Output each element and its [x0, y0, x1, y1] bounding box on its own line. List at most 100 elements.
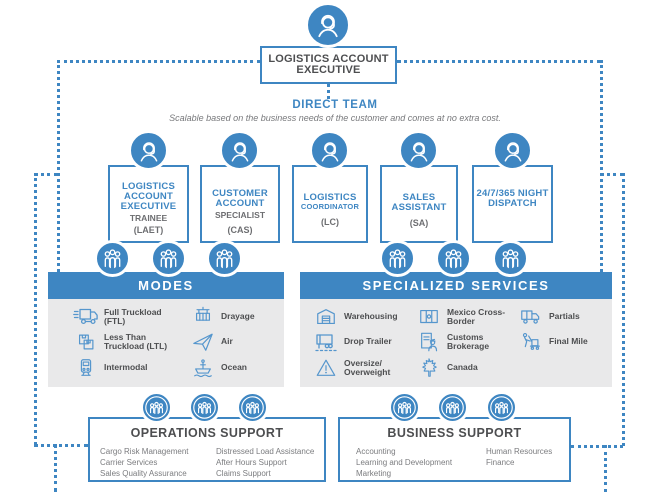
- connector-right-inner: [600, 60, 603, 272]
- business-support-title: BUSINESS SUPPORT: [387, 426, 522, 440]
- service-item-label: Warehousing: [344, 311, 398, 322]
- trailer-icon: [313, 331, 339, 353]
- support-list-item: Distressed Load Assistance: [216, 447, 315, 456]
- service-item-label: Mexico Cross-Border: [447, 306, 506, 326]
- operations-support-col1: Cargo Risk Management Carrier Services S…: [100, 446, 188, 479]
- mode-item: Full Truckload (FTL): [73, 305, 176, 329]
- mode-item: Air: [190, 330, 293, 354]
- headset-person-icon: [398, 130, 439, 171]
- root-role-title: LOGISTICS ACCOUNT EXECUTIVE: [268, 52, 389, 76]
- support-list-item: After Hours Support: [216, 458, 287, 467]
- role-box-lc: LOGISTICS COORDINATOR (LC): [292, 165, 368, 243]
- people-group-icon: [379, 240, 416, 277]
- role-box-cas: CUSTOMER ACCOUNT SPECIALIST (CAS): [200, 165, 280, 243]
- mode-item: Ocean: [190, 356, 293, 380]
- modes-panel: MODES Full Truckload (FTL) Less Than Tru…: [48, 272, 284, 387]
- service-item: Customs Brokerage: [416, 330, 519, 354]
- service-item-label: Canada: [447, 362, 478, 373]
- service-item: Final Mile: [518, 330, 607, 354]
- role-title-small: COORDINATOR: [300, 202, 360, 211]
- role-abbr: (LAET): [133, 225, 164, 235]
- headset-person-icon: [309, 130, 350, 171]
- people-group-icon: [435, 240, 472, 277]
- people-group-icon: [492, 240, 529, 277]
- pallet-jack-icon: [518, 331, 544, 353]
- role-box-sa: SALES ASSISTANT (SA): [380, 165, 458, 243]
- headset-person-icon: [219, 130, 260, 171]
- ship-icon: [190, 357, 216, 379]
- people-group-icon: [388, 391, 421, 424]
- support-list-item: Accounting: [356, 447, 396, 456]
- connector-bottom-right: [571, 445, 623, 448]
- mode-item-label: Drayage: [221, 311, 255, 322]
- service-item-label: Final Mile: [549, 336, 588, 347]
- role-subtitle: TRAINEE: [129, 213, 168, 223]
- headset-person-icon: [128, 130, 169, 171]
- connector-right-outer: [622, 173, 625, 446]
- customs-officer-icon: [416, 331, 442, 353]
- support-list-item: Cargo Risk Management: [100, 447, 189, 456]
- operations-support-col2: Distressed Load Assistance After Hours S…: [216, 446, 314, 479]
- truck-icon: [73, 306, 99, 328]
- support-list-item: Finance: [486, 458, 515, 467]
- service-item: Canada: [416, 356, 519, 380]
- headset-person-icon: [492, 130, 533, 171]
- support-list-item: Carrier Services: [100, 458, 158, 467]
- connector-branch-right: [600, 173, 624, 176]
- operations-support-title: OPERATIONS SUPPORT: [130, 426, 284, 440]
- people-group-icon: [485, 391, 518, 424]
- headset-person-icon: [305, 2, 351, 48]
- operations-support-box: OPERATIONS SUPPORT Cargo Risk Management…: [88, 417, 326, 482]
- role-title: SALES ASSISTANT: [391, 192, 447, 213]
- people-group-icon: [236, 391, 269, 424]
- people-group-icon: [436, 391, 469, 424]
- warehouse-icon: [313, 306, 339, 328]
- role-title: CUSTOMER ACCOUNT: [212, 188, 268, 209]
- mode-item: Intermodal: [73, 356, 176, 380]
- support-list-item: Marketing: [356, 469, 392, 478]
- connector-top-right: [397, 60, 601, 63]
- mode-item-label: Less Than Truckload (LTL): [104, 331, 168, 351]
- role-abbr: (SA): [409, 218, 429, 228]
- service-item-label: Drop Trailer: [344, 336, 392, 347]
- role-abbr: (CAS): [227, 225, 253, 235]
- service-item-label: Partials: [549, 311, 580, 322]
- connector-left-outer: [34, 173, 37, 445]
- support-list-item: Human Resources: [486, 447, 553, 456]
- train-icon: [73, 357, 99, 379]
- maple-leaf-icon: [416, 357, 442, 379]
- business-support-col2: Human Resources Finance: [486, 446, 552, 468]
- modes-header: MODES: [48, 272, 284, 299]
- connector-bottomright-down: [604, 445, 607, 492]
- plane-icon: [190, 331, 216, 353]
- mode-item-label: Ocean: [221, 362, 247, 373]
- connector-center-stub: [327, 84, 330, 99]
- service-item: Drop Trailer: [313, 330, 416, 354]
- business-support-box: BUSINESS SUPPORT Accounting Learning and…: [338, 417, 571, 482]
- direct-team-subtitle: Scalable based on the business needs of …: [169, 113, 501, 123]
- role-title: LOGISTICS ACCOUNT EXECUTIVE: [120, 181, 177, 212]
- service-item: Mexico Cross-Border: [416, 305, 519, 329]
- role-title: LOGISTICS: [303, 192, 357, 203]
- mode-item-label: Intermodal: [104, 362, 148, 373]
- service-item: Oversize/ Overweight: [313, 356, 416, 380]
- people-group-icon: [94, 240, 131, 277]
- connector-bottom-left: [34, 444, 88, 447]
- role-abbr: (LC): [321, 216, 339, 227]
- people-group-icon: [206, 240, 243, 277]
- role-box-laet: LOGISTICS ACCOUNT EXECUTIVE TRAINEE (LAE…: [108, 165, 189, 243]
- mexico-flag-icon: [416, 306, 442, 328]
- business-support-col1: Accounting Learning and Development Mark…: [356, 446, 452, 479]
- people-group-icon: [188, 391, 221, 424]
- role-box-night-dispatch: 24/7/365 NIGHT DISPATCH: [472, 165, 553, 243]
- connector-bottomleft-down: [54, 444, 57, 492]
- connector-left-inner: [57, 60, 60, 272]
- mode-item-label: Full Truckload (FTL): [104, 306, 162, 326]
- connector-top-left: [57, 60, 260, 63]
- service-item-label: Oversize/ Overweight: [344, 357, 391, 377]
- connector-branch-left: [34, 173, 58, 176]
- mode-item: Drayage: [190, 305, 293, 329]
- role-title: 24/7/365 NIGHT DISPATCH: [476, 188, 549, 209]
- support-list-item: Learning and Development: [356, 458, 453, 467]
